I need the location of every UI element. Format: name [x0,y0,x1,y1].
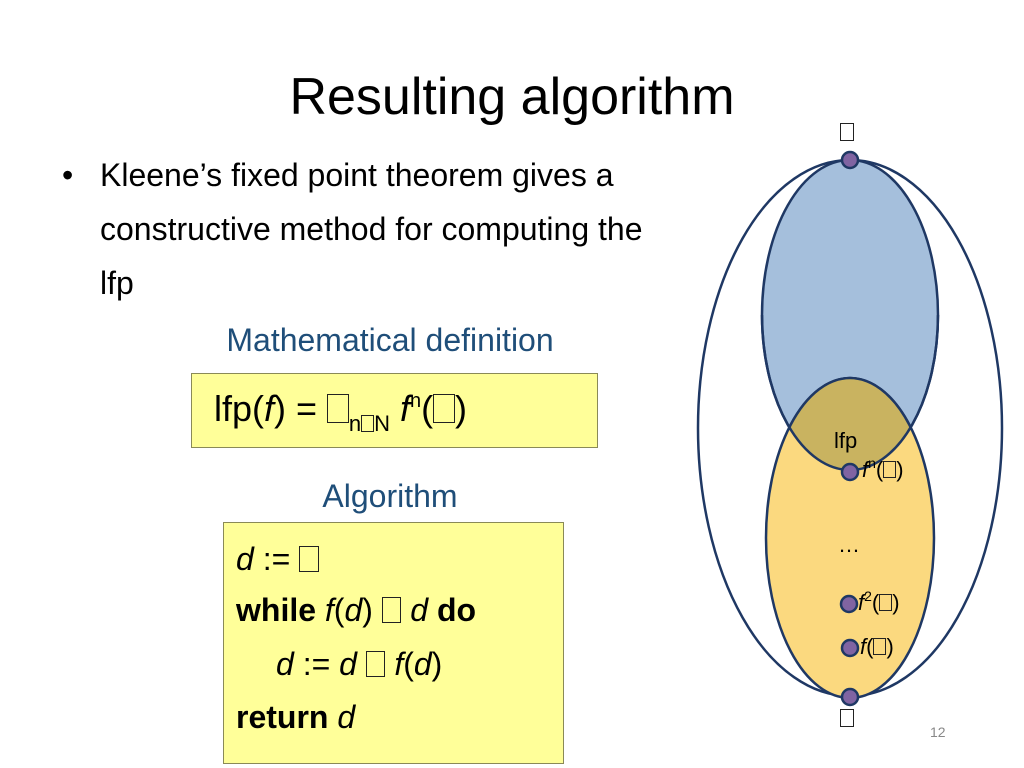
algo-d: d [339,646,357,682]
f1-label-f: f [860,634,867,659]
algo-assign-op: := [293,646,340,682]
formula-sub-n: n [348,411,362,436]
f2-label-f: f [858,590,865,615]
ellipsis-label: … [838,532,860,557]
formula-close: ) [454,388,467,429]
formula-sub-set: N [374,411,390,436]
algo-d: d [276,646,294,682]
f2-label-sup: 2 [864,588,872,604]
bottom-symbol-icon [299,545,319,572]
algo-d: d [413,646,432,682]
bottom-symbol-icon [433,393,455,423]
algo-line-2: while f(d) d do [236,592,477,628]
top-node [840,150,860,170]
slide-title: Resulting algorithm [289,68,735,126]
algo-d: d [337,699,356,735]
algorithm-box: d := while f(d) d do d := d f(d) return … [223,522,564,764]
algo-line-1: d := [236,539,319,579]
bottom-symbol-icon [883,460,897,479]
algo-f: f [324,592,334,628]
algo-while-keyword: while [236,592,317,628]
formula-sup: n [410,390,422,412]
join-symbol-icon [327,393,349,423]
fn-label: fn() [862,455,904,482]
fn-node [840,462,860,482]
formula-open: ( [421,388,434,429]
f1-label: f() [860,634,894,659]
page-number: 12 [930,724,946,740]
bottom-symbol-icon [840,706,855,732]
algo-assign-op: := [253,541,300,577]
join-symbol-icon [365,650,386,677]
formula-f: f [264,388,275,429]
bottom-symbol-icon [873,637,887,656]
algo-d: d [410,592,429,628]
formula-fn: f [400,388,411,429]
fn-label-f: f [862,457,869,482]
lfp-label: lfp [834,428,858,453]
top-symbol-icon [840,120,855,146]
f2-node [839,594,859,614]
formula-eq: ) = [274,388,328,429]
f2-label: f2() [858,588,900,615]
not-less-equal-symbol-icon [381,596,402,623]
algo-line-4: return d [236,697,355,737]
algorithm-caption: Algorithm [322,478,458,514]
algo-var-d: d [236,541,254,577]
bullet-text: Kleene’s fixed point theorem gives a con… [100,157,643,301]
bottom-symbol-icon [879,593,893,612]
f1-node [840,638,860,658]
formula-lhs: lfp( [214,388,265,429]
algo-d: d [344,592,363,628]
bullet-dot: • [62,157,74,193]
element-of-symbol-icon [361,414,375,433]
fn-label-sup: n [868,455,876,471]
bottom-node [840,687,860,707]
math-definition-caption: Mathematical definition [226,322,554,358]
algo-return-keyword: return [236,699,329,735]
algo-f: f [394,646,404,682]
algo-do-keyword: do [436,592,477,628]
algo-line-3: d := d f(d) [276,646,443,682]
